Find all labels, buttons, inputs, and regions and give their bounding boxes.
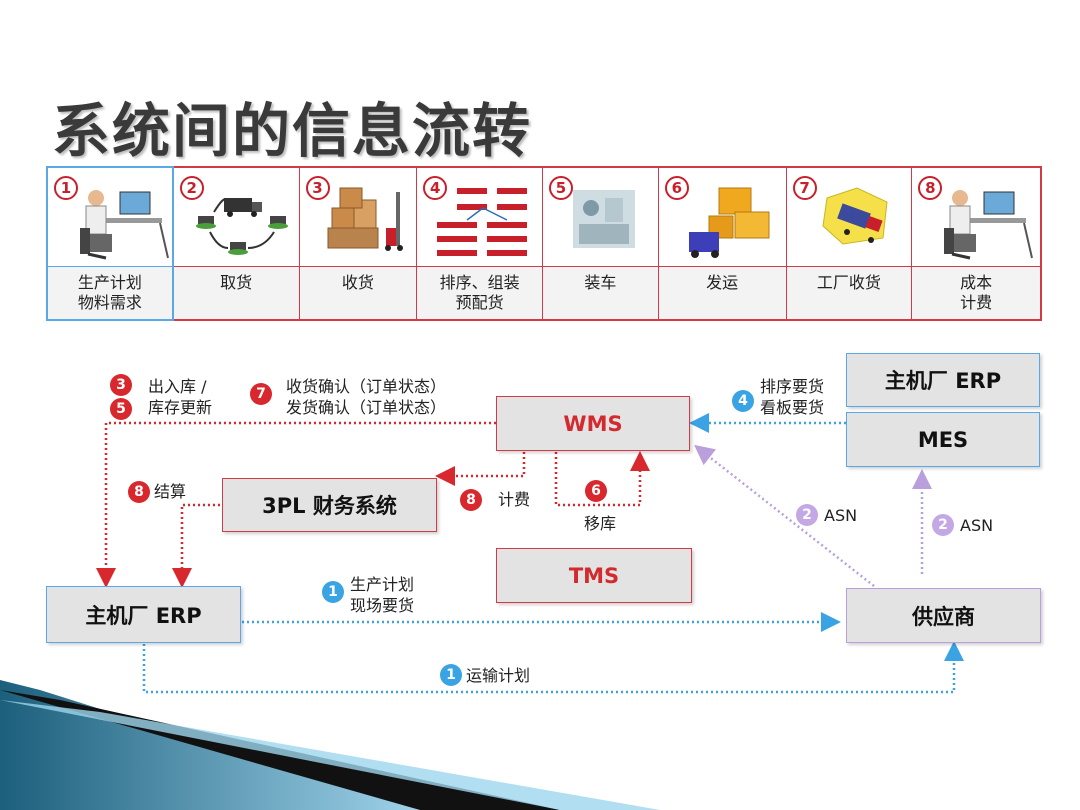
step-number: 6 xyxy=(664,176,689,200)
boxes-forklift-icon: 3 xyxy=(299,168,417,267)
mes-box: MES xyxy=(846,412,1040,467)
truck-delivery-icon: 7 xyxy=(786,168,912,267)
step-3: 3 收货 xyxy=(299,168,418,319)
step-5: 5 装车 xyxy=(543,168,659,319)
step-8: 8 成本 计费 xyxy=(912,168,1041,319)
badge-2-asn-a: 2 xyxy=(796,504,818,526)
badge-2-asn-b: 2 xyxy=(932,514,954,536)
worker-computer-icon: 8 xyxy=(912,168,1041,267)
note-settle: 结算 xyxy=(154,482,187,501)
step-label: 成本 计费 xyxy=(912,267,1041,319)
step-label: 取货 xyxy=(173,267,299,319)
step-label: 发运 xyxy=(658,267,786,319)
step-label: 收货 xyxy=(299,267,417,319)
note-receive-confirm: 收货确认（订单状态） 发货确认（订单状态） xyxy=(286,377,447,417)
badge-1-plan: 1 xyxy=(322,581,344,603)
step-label: 工厂收货 xyxy=(786,267,912,319)
step-number: 3 xyxy=(305,176,330,200)
wms-to-finance-line xyxy=(435,452,526,486)
step-number: 7 xyxy=(792,176,817,200)
step-number: 2 xyxy=(179,176,204,200)
shipping-cart-icon: 6 xyxy=(658,168,786,267)
step-number: 8 xyxy=(918,176,943,200)
host-erp-left-box: 主机厂 ERP xyxy=(46,586,241,643)
wms-to-erp-line xyxy=(96,421,496,588)
worker-computer-icon: 1 xyxy=(48,168,172,267)
transport-plan-line xyxy=(142,641,964,694)
step-label: 排序、组装 预配货 xyxy=(417,267,543,319)
step-2: 2 取货 xyxy=(173,168,300,319)
badge-3: 3 xyxy=(110,374,132,396)
badge-5: 5 xyxy=(110,398,132,420)
note-production-plan: 生产计划 现场要货 xyxy=(350,575,415,615)
process-strip: 1 生产计划 物料需求 2 取货 xyxy=(46,166,1042,321)
note-transport-plan: 运输计划 xyxy=(466,666,531,685)
wms-move-loop xyxy=(554,451,650,507)
sorting-racks-icon: 4 xyxy=(417,168,543,267)
step-label: 装车 xyxy=(543,267,658,319)
note-sequence-request: 排序要货 看板要货 xyxy=(760,377,825,417)
step-label: 生产计划 物料需求 xyxy=(48,267,172,319)
step-4: 4 排序、组装 预配货 xyxy=(417,168,544,319)
pickup-cycle-icon: 2 xyxy=(173,168,299,267)
step-6: 6 发运 xyxy=(658,168,787,319)
badge-1-transport: 1 xyxy=(440,664,462,686)
step-1: 1 生产计划 物料需求 xyxy=(46,166,174,321)
note-move: 移库 xyxy=(584,514,617,533)
note-inout: 出入库 / 库存更新 xyxy=(148,377,213,417)
finance-to-erp-line xyxy=(172,503,220,588)
wms-box: WMS xyxy=(496,396,690,451)
note-fee: 计费 xyxy=(498,490,531,509)
supplier-box: 供应商 xyxy=(846,588,1041,643)
finance-system-box: 3PL 财务系统 xyxy=(222,478,437,532)
note-asn-b: ASN xyxy=(960,516,994,535)
page-title: 系统间的信息流转 xyxy=(52,97,533,165)
supplier-to-wms-line xyxy=(694,444,875,587)
badge-8-settle: 8 xyxy=(128,481,150,503)
step-number: 5 xyxy=(549,176,574,200)
badge-6: 6 xyxy=(585,480,607,502)
step-7: 7 工厂收货 xyxy=(786,168,913,319)
host-erp-top-box: 主机厂 ERP xyxy=(846,353,1040,407)
loading-robot-icon: 5 xyxy=(543,168,658,267)
badge-7: 7 xyxy=(250,383,272,405)
tms-box: TMS xyxy=(496,548,692,603)
badge-8-fee: 8 xyxy=(460,489,482,511)
step-number: 4 xyxy=(423,176,448,200)
step-number: 1 xyxy=(54,176,78,200)
note-asn-a: ASN xyxy=(824,506,858,525)
badge-4: 4 xyxy=(732,390,754,412)
